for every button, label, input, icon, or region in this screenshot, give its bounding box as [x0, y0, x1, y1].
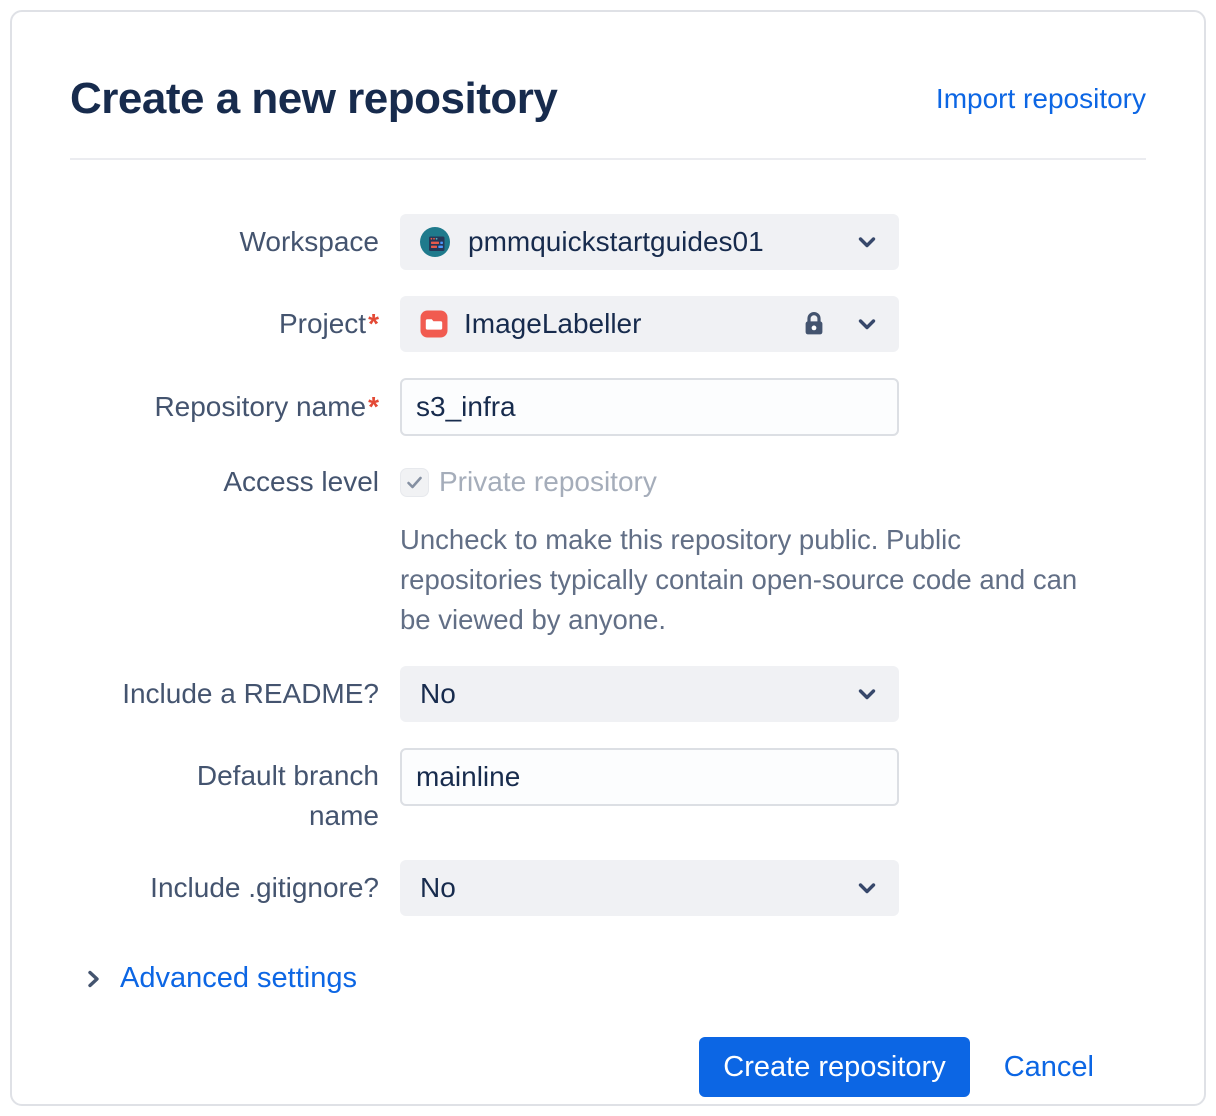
lock-icon	[805, 312, 823, 335]
workspace-selected-value: pmmquickstartguides01	[468, 226, 764, 257]
page-title: Create a new repository	[70, 74, 558, 123]
chevron-down-icon	[858, 883, 876, 894]
required-asterisk: *	[368, 391, 379, 422]
required-asterisk: *	[368, 308, 379, 339]
project-label: Project*	[278, 308, 379, 339]
cancel-button[interactable]: Cancel	[1003, 1050, 1094, 1083]
chevron-down-icon	[858, 319, 876, 330]
project-selected-value: ImageLabeller	[464, 308, 642, 339]
import-repository-link[interactable]: Import repository	[935, 83, 1146, 114]
chevron-down-icon	[858, 237, 876, 248]
access-level-row: Access level Private repository Uncheck …	[70, 462, 1146, 640]
workspace-select[interactable]: pmmquickstartguides01	[400, 214, 899, 270]
default-branch-input[interactable]	[400, 748, 899, 806]
create-repository-form: Workspace pmmquickstartguides01	[70, 214, 1146, 1097]
repository-name-row: Repository name*	[70, 378, 1146, 436]
advanced-settings-toggle[interactable]: Advanced settings	[80, 962, 1146, 995]
access-level-help-text: Uncheck to make this repository public. …	[400, 524, 1078, 635]
workspace-label: Workspace	[239, 226, 379, 257]
dialog-actions: Create repository Cancel	[70, 1037, 1094, 1097]
access-level-label: Access level	[223, 466, 379, 497]
chevron-right-icon	[88, 970, 99, 987]
default-branch-label: Default branch name	[196, 760, 379, 831]
project-select[interactable]: ImageLabeller	[400, 296, 899, 352]
include-gitignore-row: Include .gitignore? No	[70, 860, 1146, 916]
repository-name-label: Repository name*	[154, 391, 379, 422]
chevron-down-icon	[858, 689, 876, 700]
dialog-header: Create a new repository Import repositor…	[70, 74, 1146, 124]
private-repository-option: Private repository	[400, 462, 1090, 502]
private-repository-label: Private repository	[439, 466, 657, 497]
project-folder-icon	[420, 310, 448, 338]
include-readme-row: Include a README? No	[70, 666, 1146, 722]
workspace-avatar-icon	[420, 227, 450, 257]
include-gitignore-selected-value: No	[420, 872, 456, 903]
include-readme-label: Include a README?	[122, 678, 379, 709]
include-readme-selected-value: No	[420, 678, 456, 709]
project-row: Project* ImageLabeller	[70, 296, 1146, 352]
include-gitignore-select[interactable]: No	[400, 860, 899, 916]
create-repository-dialog: Create a new repository Import repositor…	[10, 10, 1206, 1106]
advanced-settings-label: Advanced settings	[120, 962, 357, 994]
workspace-row: Workspace pmmquickstartguides01	[70, 214, 1146, 270]
header-divider	[70, 158, 1146, 160]
include-readme-select[interactable]: No	[400, 666, 899, 722]
default-branch-row: Default branch name	[70, 748, 1146, 836]
checkmark-icon	[407, 476, 422, 488]
create-repository-button[interactable]: Create repository	[699, 1037, 970, 1097]
repository-name-input[interactable]	[400, 378, 899, 436]
include-gitignore-label: Include .gitignore?	[150, 872, 379, 903]
private-repository-checkbox[interactable]	[400, 467, 429, 497]
